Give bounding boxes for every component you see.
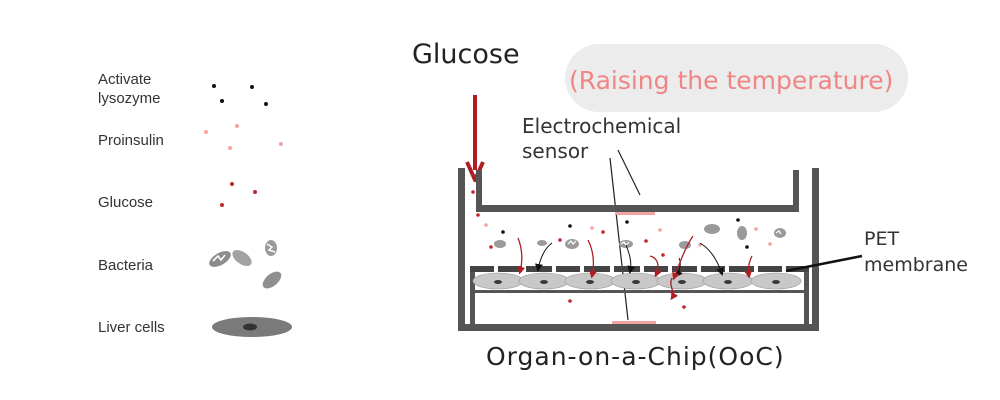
ooc-device xyxy=(458,168,819,331)
insert-top-plate xyxy=(476,205,799,212)
sensor-pointer-bottom xyxy=(609,157,629,321)
bacteria-icon xyxy=(209,240,282,289)
liver-cell-icon xyxy=(212,317,292,337)
legend-label-lysozyme-line1: Activate xyxy=(98,71,152,88)
proinsulin-dots-icon xyxy=(204,124,283,150)
sensor-label-line1: Electrochemical xyxy=(522,114,681,138)
outer-right-wall xyxy=(812,168,819,331)
glucose-arrow-head xyxy=(465,161,485,182)
flow-arrows xyxy=(517,235,753,301)
temperature-label: (Raising the temperature) xyxy=(569,66,893,95)
outer-left-wall xyxy=(458,168,465,331)
insert-left-wall xyxy=(476,170,482,212)
legend-label-lysozyme: Activate lysozyme xyxy=(98,70,161,108)
legend-label-bacteria: Bacteria xyxy=(98,257,154,274)
legend-label-proinsulin: Proinsulin xyxy=(98,132,164,149)
glucose-dots-icon xyxy=(220,182,257,207)
membrane-label-line2: membrane xyxy=(864,254,968,276)
lower-chamber-left xyxy=(470,266,475,324)
outer-bottom-wall xyxy=(458,324,819,331)
insert-right-wall xyxy=(793,170,799,212)
lysozyme-dots-icon xyxy=(212,84,268,106)
sensor-label-line2: sensor xyxy=(522,139,589,163)
lower-chamber-right xyxy=(804,266,809,324)
sensor-pointer-top xyxy=(617,149,641,196)
legend-label-lysozyme-line2: lysozyme xyxy=(98,90,161,107)
membrane-pointer xyxy=(785,254,863,273)
glucose-title: Glucose xyxy=(412,39,520,70)
upper-sensor xyxy=(615,212,655,215)
lower-sensor xyxy=(612,321,656,324)
legend-label-liver-cells: Liver cells xyxy=(98,319,165,336)
legend-label-glucose: Glucose xyxy=(98,194,154,211)
temperature-background xyxy=(565,44,908,112)
liver-cell-layer xyxy=(472,272,802,290)
device-caption: Organ-on-a-Chip(OoC) xyxy=(486,342,785,371)
membrane-label-line1: PET xyxy=(864,228,899,250)
lower-chamber-divider xyxy=(470,290,809,293)
